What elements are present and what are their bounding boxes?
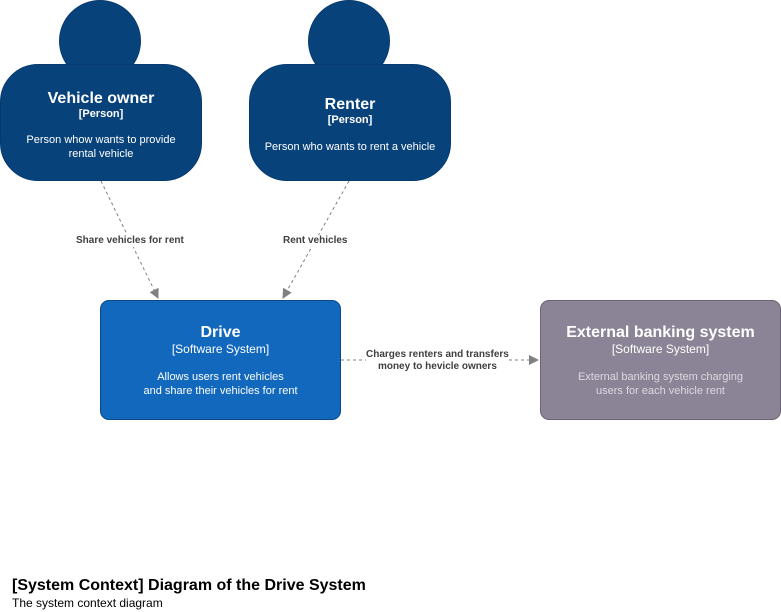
edge-label-charges: Charges renters and transfers money to h… bbox=[366, 349, 509, 373]
system-external-banking[interactable]: External banking system [Software System… bbox=[540, 300, 781, 420]
edge-label-charges-line2: money to hevicle owners bbox=[377, 361, 497, 372]
person-vehicle-owner[interactable]: Vehicle owner [Person] Person whow wants… bbox=[0, 0, 202, 182]
edge-owner-to-drive bbox=[100, 180, 159, 299]
person-renter[interactable]: Renter [Person] Person who wants to rent… bbox=[249, 0, 451, 182]
person-description: Person whow wants to provide rental vehi… bbox=[26, 134, 176, 160]
edge-label-rent-vehicles: Rent vehicles bbox=[283, 235, 348, 247]
person-type: [Person] bbox=[327, 114, 373, 126]
diagram-title: [System Context] Diagram of the Drive Sy… bbox=[12, 577, 366, 594]
system-type: [Software System] bbox=[171, 342, 270, 356]
person-body: Renter [Person] Person who wants to rent… bbox=[249, 64, 451, 181]
system-drive[interactable]: Drive [Software System] Allows users ren… bbox=[100, 300, 341, 420]
person-body: Vehicle owner [Person] Person whow wants… bbox=[0, 64, 202, 181]
edge-label-charges-line1: Charges renters and transfers bbox=[366, 349, 509, 360]
system-description-line1: Allows users rent vehicles bbox=[157, 371, 284, 383]
person-description: Person who wants to rent a vehicle bbox=[264, 141, 436, 153]
diagram-subtitle: The system context diagram bbox=[12, 596, 163, 610]
person-type: [Person] bbox=[78, 108, 124, 120]
person-name: Vehicle owner bbox=[47, 90, 155, 107]
system-name: Drive bbox=[200, 324, 241, 341]
system-description-line1: External banking system charging bbox=[577, 371, 744, 383]
system-description-line2: users for each vehicle rent bbox=[595, 385, 725, 397]
system-name: External banking system bbox=[566, 324, 755, 341]
system-description-line2: and share their vehicles for rent bbox=[143, 385, 298, 397]
edge-label-share-vehicles: Share vehicles for rent bbox=[76, 235, 184, 247]
system-type: [Software System] bbox=[611, 342, 710, 356]
person-name: Renter bbox=[324, 96, 376, 113]
